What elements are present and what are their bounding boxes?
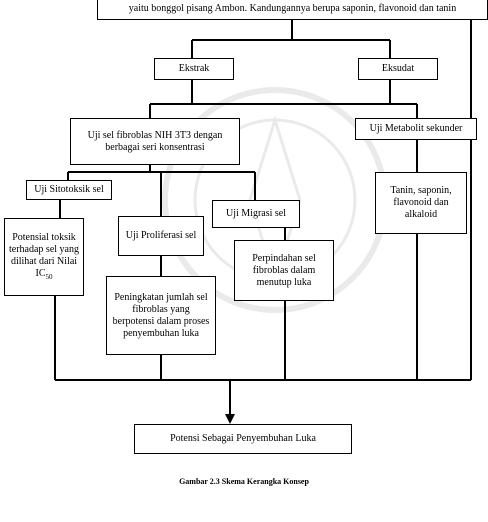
eksudat-box: Eksudat (358, 58, 438, 80)
perpindahan-label: Perpindahan sel fibroblas dalam menutup … (252, 252, 316, 288)
peningkatan-label: Peningkatan jumlah sel fibroblas yang be… (112, 291, 210, 339)
uji-fibroblas-box: Uji sel fibroblas NIH 3T3 dengan berbaga… (70, 118, 240, 165)
ekstrak-label: Ekstrak (178, 63, 210, 74)
ic-subscript: 50 (45, 272, 53, 281)
uji-migrasi-box: Uji Migrasi sel (212, 200, 300, 228)
tanin-box: Tanin, saponin, flavonoid dan alkaloid (375, 172, 467, 234)
potensi-label: Potensi Sebagai Penyembuhan Luka (170, 433, 316, 444)
uji-sitotoksik-label: Uji Sitotoksik sel (34, 184, 104, 195)
potensial-toksik-label: Potensial toksik terhadap sel yang dilih… (9, 231, 79, 281)
source-text: yaitu bonggol pisang Ambon. Kandungannya… (128, 3, 457, 14)
tanin-label: Tanin, saponin, flavonoid dan alkaloid (390, 185, 452, 220)
uji-fibroblas-label: Uji sel fibroblas NIH 3T3 dengan berbaga… (87, 129, 223, 153)
uji-sitotoksik-box: Uji Sitotoksik sel (26, 180, 112, 200)
figure-caption: Gambar 2.3 Skema Kerangka Konsep (179, 477, 309, 486)
potensi-box: Potensi Sebagai Penyembuhan Luka (134, 424, 352, 454)
eksudat-label: Eksudat (381, 63, 415, 74)
uji-migrasi-label: Uji Migrasi sel (226, 208, 286, 219)
source-box: yaitu bonggol pisang Ambon. Kandungannya… (97, 0, 488, 20)
ekstrak-box: Ekstrak (154, 58, 234, 80)
peningkatan-box: Peningkatan jumlah sel fibroblas yang be… (106, 276, 216, 355)
uji-proliferasi-label: Uji Proliferasi sel (125, 230, 197, 241)
uji-proliferasi-box: Uji Proliferasi sel (118, 216, 204, 256)
uji-metabolit-box: Uji Metabolit sekunder (355, 118, 477, 140)
perpindahan-box: Perpindahan sel fibroblas dalam menutup … (234, 240, 334, 301)
potensial-toksik-box: Potensial toksik terhadap sel yang dilih… (4, 218, 84, 296)
uji-metabolit-label: Uji Metabolit sekunder (369, 123, 463, 134)
